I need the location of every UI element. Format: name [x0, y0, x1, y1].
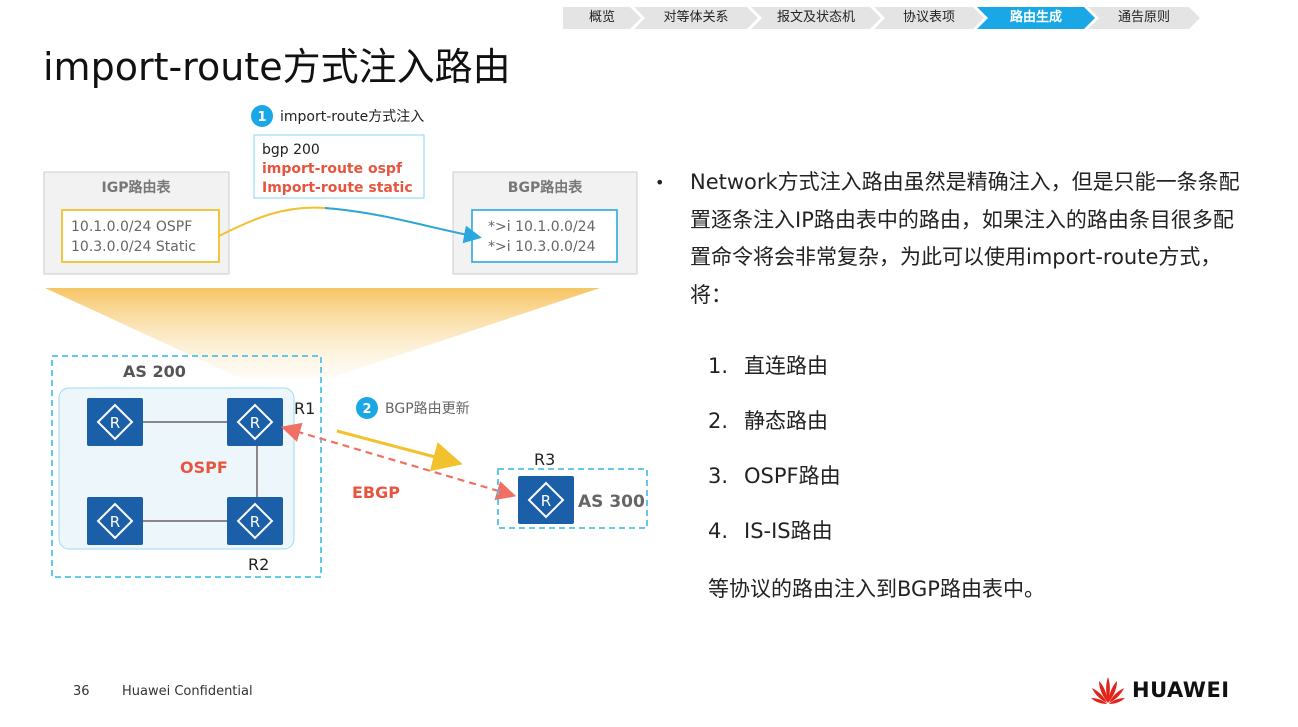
step1-number: 1 [257, 110, 266, 125]
igp-table-title: IGP路由表 [102, 179, 172, 196]
config-box [253, 134, 425, 199]
step2-badge [356, 397, 378, 419]
config-line-bgp: bgp 200 [262, 142, 320, 158]
svg-text:R: R [110, 513, 120, 531]
bullet-marker: • [655, 173, 665, 192]
svg-text:R: R [110, 414, 120, 432]
closing-text: 等协议的路由注入到BGP路由表中。 [708, 577, 1045, 601]
bullet-text: Network方式注入路由虽然是精确注入，但是只能一条条配置逐条注入IP路由表中… [690, 170, 1240, 307]
bgp-route-row: *>i 10.1.0.0/24 [488, 219, 596, 235]
import-route-diagram: 1 import-route方式注入 bgp 200 import-route … [43, 105, 648, 578]
step2-label: BGP路由更新 [385, 401, 470, 417]
list-item: 4.IS-IS路由 [708, 519, 833, 543]
step1-badge [251, 105, 273, 127]
config-line-import-static: Import-route static [262, 180, 413, 196]
svg-text:R: R [250, 513, 260, 531]
huawei-petal-icon [1091, 677, 1125, 704]
bgp-route-row: *>i 10.3.0.0/24 [488, 239, 596, 255]
projection-beam [45, 288, 600, 378]
step1-label: import-route方式注入 [280, 109, 424, 125]
ebgp-label: EBGP [352, 483, 400, 502]
huawei-logo: HUAWEI [1090, 672, 1230, 708]
ospf-label: OSPF [180, 458, 228, 477]
router-r1-icon: R [226, 397, 284, 447]
as200-boundary [51, 355, 322, 578]
nav-item-messages-fsm[interactable]: 报文及状态机 [751, 7, 881, 29]
page-number: 36 [73, 684, 90, 699]
router-r3-icon: R [517, 475, 575, 525]
import-arrow [218, 206, 479, 238]
router-icon: R [86, 397, 144, 447]
nav-item-overview[interactable]: 概览 [563, 7, 641, 29]
list-item: 2.静态路由 [708, 409, 828, 433]
svg-text:R: R [250, 414, 260, 432]
bgp-update-arrow [336, 429, 463, 472]
router-r2-icon: R [226, 496, 284, 546]
list-item: 3.OSPF路由 [708, 464, 841, 488]
r2-label: R2 [248, 555, 269, 574]
brand-name: HUAWEI [1132, 678, 1230, 702]
page-title: import-route方式注入路由 [43, 45, 511, 89]
ebgp-session [280, 422, 517, 501]
config-line-import-ospf: import-route ospf [262, 161, 403, 177]
svg-text:R: R [541, 492, 551, 510]
bgp-table-title: BGP路由表 [508, 179, 583, 196]
section-nav: 概览 对等体关系 报文及状态机 协议表项 路由生成 通告原则 [563, 7, 1193, 29]
nav-item-advertisement-rules[interactable]: 通告原则 [1088, 7, 1200, 29]
r3-label: R3 [534, 450, 555, 469]
list-item: 1.直连路由 [708, 354, 828, 378]
igp-route-row: 10.3.0.0/24 Static [71, 239, 196, 255]
as200-label: AS 200 [123, 362, 186, 381]
confidential-label: Huawei Confidential [122, 684, 253, 699]
nav-item-peer-relation[interactable]: 对等体关系 [634, 7, 758, 29]
router-icon: R [86, 496, 144, 546]
bgp-table-routes [471, 209, 618, 263]
explanation-bullet: • Network方式注入路由虽然是精确注入，但是只能一条条配置逐条注入IP路由… [655, 164, 1245, 314]
nav-item-protocol-tables[interactable]: 协议表项 [874, 7, 984, 29]
nav-item-route-generation[interactable]: 路由生成 [977, 7, 1095, 29]
r1-label: R1 [294, 399, 315, 418]
as300-label: AS 300 [578, 492, 645, 512]
igp-route-row: 10.1.0.0/24 OSPF [71, 219, 192, 235]
as300-boundary [497, 468, 648, 529]
step2-number: 2 [362, 402, 371, 417]
